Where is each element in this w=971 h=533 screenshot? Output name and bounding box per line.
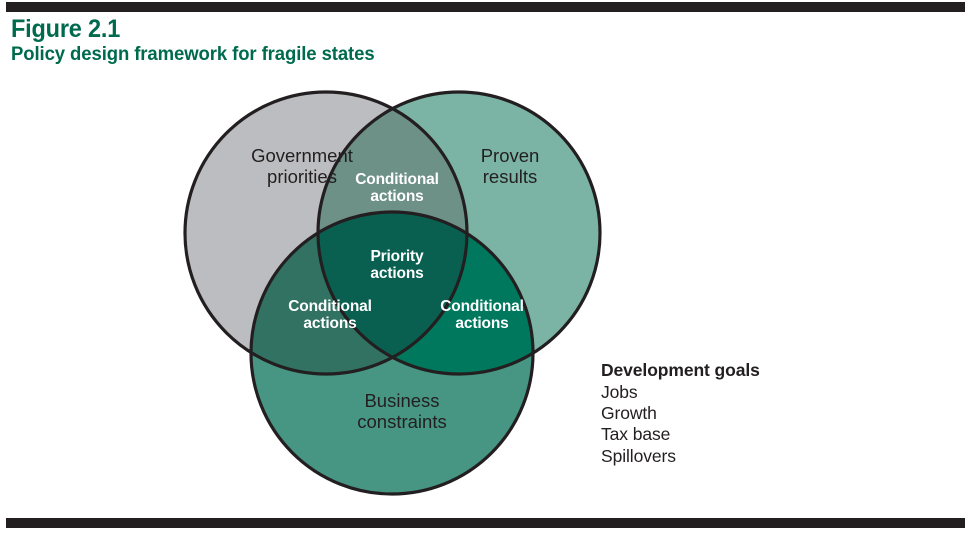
top-rule xyxy=(6,2,965,12)
figure-number: Figure 2.1 xyxy=(11,15,121,43)
development-goal-item: Spillovers xyxy=(601,445,676,466)
development-goal-item: Growth xyxy=(601,403,657,424)
development-goals-block: Development goals Jobs Growth Tax base S… xyxy=(601,360,760,467)
bottom-rule xyxy=(6,518,965,528)
venn-diagram: Government priorities Proven results Bus… xyxy=(182,88,602,500)
development-goal-item: Tax base xyxy=(601,424,671,445)
development-goals-title: Development goals xyxy=(601,360,760,380)
development-goal-item: Jobs xyxy=(601,382,638,402)
figure-title: Policy design framework for fragile stat… xyxy=(11,43,375,65)
circle-business-outline xyxy=(249,210,535,496)
